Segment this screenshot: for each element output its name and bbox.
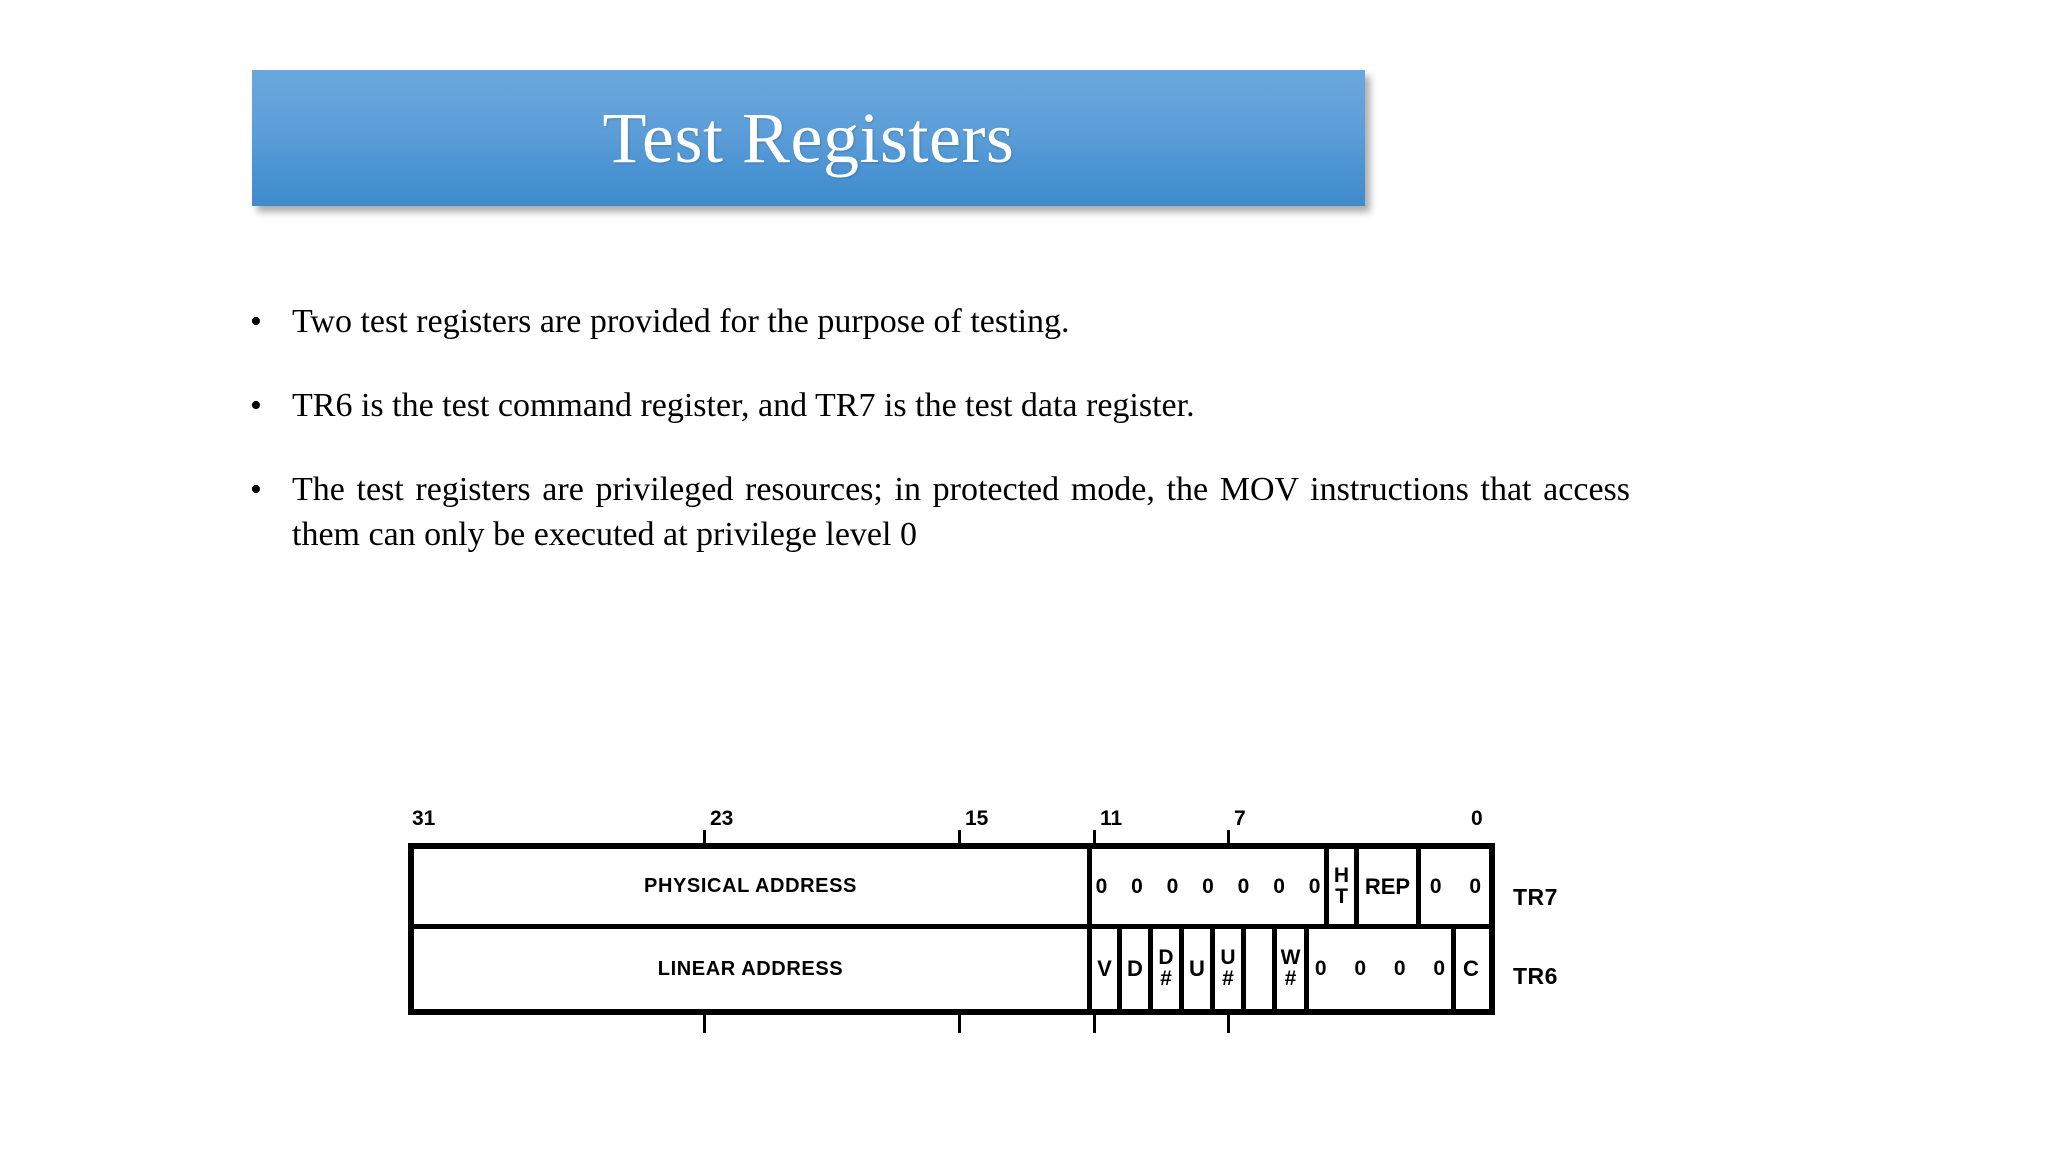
- bit-tick-bottom-23: [703, 1015, 706, 1033]
- field-tr6-c: C: [1451, 929, 1486, 1009]
- bit-tick-7: [1227, 830, 1230, 844]
- field-physical-address: PHYSICAL ADDRESS: [644, 875, 857, 897]
- field-tr7-reserved-zeros: 0 0 0 0 0 0 0: [1087, 849, 1324, 924]
- bullet-text: The test registers are privileged resour…: [292, 471, 1630, 553]
- bit-tick-15: [958, 830, 961, 844]
- bit-label-31: 31: [412, 807, 436, 830]
- bit-tick-bottom-7: [1227, 1015, 1230, 1033]
- field-tr6-d: D: [1117, 929, 1148, 1009]
- bit-label-23: 23: [710, 807, 734, 830]
- bit-label-15: 15: [965, 807, 989, 830]
- list-item: • TR6 is the test command register, and …: [240, 384, 1630, 428]
- bullet-text: Two test registers are provided for the …: [292, 303, 1070, 340]
- bullet-list: • Two test registers are provided for th…: [240, 300, 1630, 597]
- bit-tick-11: [1093, 830, 1096, 844]
- register-row-tr6: LINEAR ADDRESS V D D # U U # W # 0 0 0 0…: [414, 929, 1489, 1009]
- bit-label-0: 0: [1471, 807, 1483, 830]
- field-tr6-reserved-zeros: 0 0 0 0: [1304, 929, 1451, 1009]
- list-item: • The test registers are privileged reso…: [240, 468, 1630, 556]
- register-row-tr7: PHYSICAL ADDRESS 0 0 0 0 0 0 0 H T REP 0…: [414, 849, 1489, 929]
- bit-label-11: 11: [1100, 807, 1123, 830]
- field-tr6-w-hash-top: W: [1280, 946, 1301, 970]
- field-tr6-u-hash: U #: [1210, 929, 1241, 1009]
- test-register-bitfield-diagram: 31 23 15 11 7 0 PHYSICAL ADDRESS 0 0 0 0…: [408, 808, 1598, 1048]
- field-tr7-rep: REP: [1354, 849, 1416, 924]
- field-tr6-w-hash: W #: [1272, 929, 1304, 1009]
- field-tr6-w-hash-bottom: #: [1284, 967, 1297, 990]
- bullet-marker-icon: •: [250, 303, 262, 340]
- bit-label-7: 7: [1234, 807, 1246, 830]
- field-tr6-u: U: [1179, 929, 1210, 1009]
- field-tr7-ht: H T: [1324, 849, 1354, 924]
- bullet-marker-icon: •: [250, 387, 262, 425]
- register-box: PHYSICAL ADDRESS 0 0 0 0 0 0 0 H T REP 0…: [408, 843, 1495, 1015]
- field-tr7-ht-top: H: [1333, 863, 1350, 887]
- field-linear-address: LINEAR ADDRESS: [657, 957, 844, 980]
- field-tr6-d-hash: D #: [1148, 929, 1179, 1009]
- list-item: • Two test registers are provided for th…: [240, 300, 1630, 344]
- bit-tick-bottom-11: [1093, 1015, 1096, 1033]
- bit-tick-23: [703, 830, 706, 844]
- field-tr6-reserved-blank: [1241, 929, 1272, 1009]
- bit-tick-bottom-15: [958, 1015, 961, 1033]
- register-label-tr6: TR6: [1513, 963, 1558, 989]
- field-tr7-trailing-zeros: 0 0: [1416, 849, 1490, 924]
- page-title: Test Registers: [602, 98, 1015, 178]
- field-tr6-u-hash-bottom: #: [1222, 967, 1234, 990]
- slide-title-banner: Test Registers: [252, 70, 1365, 206]
- bullet-text: TR6 is the test command register, and TR…: [292, 387, 1195, 425]
- field-tr6-d-hash-top: D: [1158, 946, 1174, 970]
- register-label-tr7: TR7: [1513, 884, 1558, 910]
- field-tr6-v: V: [1087, 929, 1117, 1009]
- bullet-marker-icon: •: [250, 471, 262, 509]
- field-tr6-d-hash-bottom: #: [1160, 967, 1172, 990]
- field-tr6-u-hash-top: U: [1220, 946, 1236, 970]
- field-tr7-ht-bottom: T: [1335, 884, 1348, 908]
